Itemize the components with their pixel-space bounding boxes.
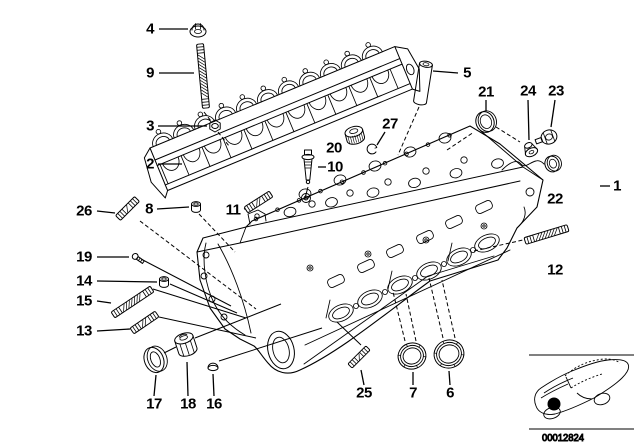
part-acorn-nut-4 <box>189 23 207 38</box>
part-stud-25 <box>348 345 371 368</box>
part-stud-15 <box>111 286 154 318</box>
location-dot <box>547 397 561 411</box>
callout-27[interactable]: 27 <box>382 115 398 133</box>
part-valve-guide-5 <box>413 60 433 106</box>
callout-1[interactable]: 1 <box>613 177 621 195</box>
callout-20[interactable]: 20 <box>326 139 342 157</box>
part-o-ring-6 <box>433 339 465 369</box>
callout-4[interactable]: 4 <box>146 20 154 38</box>
part-stud-9 <box>196 43 210 109</box>
leader-lines <box>96 28 610 397</box>
part-dowel-8 <box>191 201 201 213</box>
part-bolt-19 <box>131 252 145 264</box>
cylinder-head-drawing <box>196 125 545 374</box>
part-shaft-seal-17 <box>143 345 168 374</box>
part-cap-plug-21 <box>475 110 497 133</box>
part-sealing-cap-20 <box>344 125 366 145</box>
camshaft-carrier-drawing <box>143 42 421 199</box>
head-silhouette <box>196 125 544 374</box>
callout-25[interactable]: 25 <box>356 384 372 402</box>
callout-15[interactable]: 15 <box>76 292 92 310</box>
callout-23[interactable]: 23 <box>548 82 564 100</box>
callout-21[interactable]: 21 <box>478 83 494 101</box>
part-screw-plug-18 <box>174 332 198 357</box>
callout-9[interactable]: 9 <box>146 64 154 82</box>
callout-6[interactable]: 6 <box>446 384 454 402</box>
callout-2[interactable]: 2 <box>146 155 154 173</box>
part-dowel-14 <box>159 276 169 288</box>
part-stud-11 <box>244 191 273 213</box>
callout-16[interactable]: 16 <box>206 395 222 413</box>
part-stud-26 <box>115 196 140 221</box>
callout-26[interactable]: 26 <box>76 202 92 220</box>
callout-24[interactable]: 24 <box>520 82 536 100</box>
part-stud-13 <box>130 311 159 334</box>
car-inset: 00012824 <box>529 354 634 445</box>
drawing-number: 00012824 <box>542 433 584 444</box>
callout-10[interactable]: 10 <box>327 158 343 176</box>
callout-13[interactable]: 13 <box>76 322 92 340</box>
part-stud-12 <box>523 224 570 245</box>
part-grommet-24 <box>524 142 539 158</box>
callout-7[interactable]: 7 <box>409 384 417 402</box>
part-sensor-10 <box>301 149 315 185</box>
callout-12[interactable]: 12 <box>547 261 563 279</box>
callout-22[interactable]: 22 <box>547 190 563 208</box>
callout-19[interactable]: 19 <box>76 248 92 266</box>
part-plug-23 <box>534 129 558 145</box>
part-cap-plug-22 <box>544 154 562 173</box>
callout-3[interactable]: 3 <box>146 117 154 135</box>
part-nut-3 <box>209 119 221 133</box>
part-clip-27 <box>366 143 378 155</box>
part-o-ring-7 <box>397 342 427 370</box>
callout-8[interactable]: 8 <box>145 200 153 218</box>
callout-11[interactable]: 11 <box>225 201 241 219</box>
callout-17[interactable]: 17 <box>146 395 162 413</box>
callout-18[interactable]: 18 <box>180 395 196 413</box>
part-cap-16 <box>207 362 219 372</box>
callout-14[interactable]: 14 <box>76 272 92 290</box>
part-icons <box>111 23 570 374</box>
callout-5[interactable]: 5 <box>463 64 471 82</box>
